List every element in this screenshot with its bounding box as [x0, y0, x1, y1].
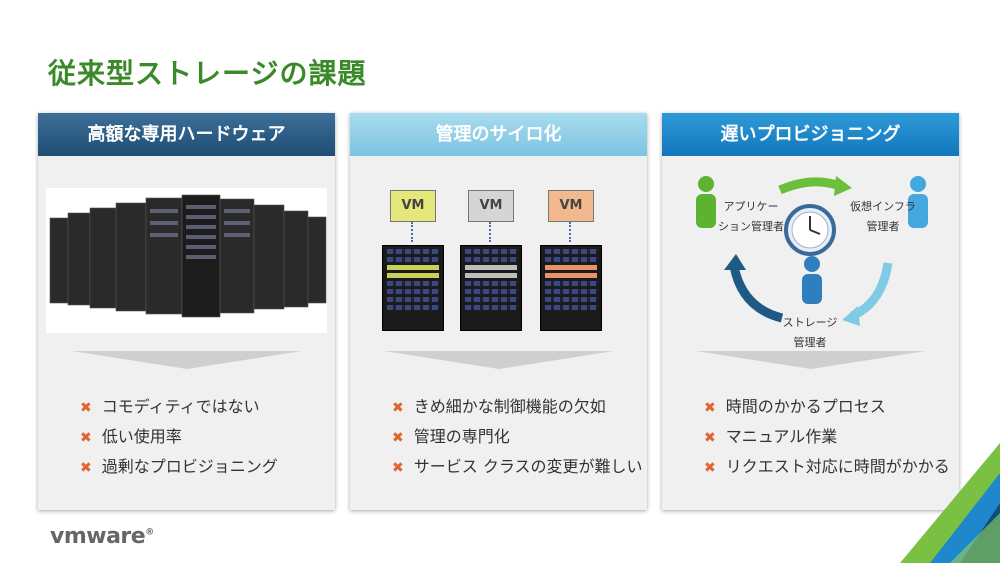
x-mark-icon: ✖ — [80, 460, 92, 476]
panel-provisioning: 遅いプロビジョニング アプリケー ション管理者 — [662, 113, 959, 510]
list-item: ✖コモディティではない — [80, 397, 260, 416]
role-infra-admin: 仮想インフラ 管理者 — [850, 200, 916, 233]
person-icon — [696, 176, 716, 228]
chain-icon — [569, 222, 575, 242]
x-mark-icon: ✖ — [392, 460, 404, 476]
bullet-list: ✖きめ細かな制御機能の欠如 ✖管理の専門化 ✖サービス クラスの変更が難しい — [392, 396, 643, 486]
panel-heading: 管理のサイロ化 — [350, 113, 647, 156]
role-app-admin: アプリケー ション管理者 — [718, 200, 784, 233]
list-item: ✖リクエスト対応に時間がかかる — [704, 457, 950, 476]
x-mark-icon: ✖ — [704, 430, 716, 446]
list-item: ✖サービス クラスの変更が難しい — [392, 457, 643, 476]
chain-icon — [489, 222, 495, 242]
panel-hardware: 高額な専用ハードウェア ✖コモディティではない ✖低い使用率 — [38, 113, 335, 510]
corner-decoration — [900, 443, 1000, 563]
x-mark-icon: ✖ — [704, 400, 716, 416]
panel-heading: 遅いプロビジョニング — [662, 113, 959, 156]
x-mark-icon: ✖ — [80, 400, 92, 416]
divider-arrow — [696, 351, 926, 369]
provisioning-cycle-diagram — [696, 176, 928, 326]
storage-rack — [382, 245, 444, 331]
vm-box-icon: VM — [548, 190, 594, 222]
x-mark-icon: ✖ — [392, 400, 404, 416]
divider-arrow — [72, 351, 302, 369]
person-icon — [908, 176, 928, 228]
list-item: ✖時間のかかるプロセス — [704, 397, 886, 416]
panel-heading: 高額な専用ハードウェア — [38, 113, 335, 156]
divider-arrow — [384, 351, 614, 369]
storage-rack — [540, 245, 602, 331]
x-mark-icon: ✖ — [704, 460, 716, 476]
list-item: ✖マニュアル作業 — [704, 427, 838, 446]
list-item: ✖きめ細かな制御機能の欠如 — [392, 397, 606, 416]
list-item: ✖低い使用率 — [80, 427, 182, 446]
x-mark-icon: ✖ — [80, 430, 92, 446]
page-title: 従来型ストレージの課題 — [48, 57, 367, 90]
x-mark-icon: ✖ — [392, 430, 404, 446]
list-item: ✖過剰なプロビジョニング — [80, 457, 278, 476]
server-racks-image — [46, 188, 327, 333]
bullet-list: ✖時間のかかるプロセス ✖マニュアル作業 ✖リクエスト対応に時間がかかる — [704, 396, 950, 486]
chain-icon — [411, 222, 417, 242]
vm-box-icon: VM — [468, 190, 514, 222]
person-icon — [802, 256, 822, 304]
vmware-logo: vmware® — [50, 524, 154, 549]
role-storage-admin: ストレージ 管理者 — [782, 316, 838, 349]
vm-box-icon: VM — [390, 190, 436, 222]
storage-rack — [460, 245, 522, 331]
panel-silo: 管理のサイロ化 VM VM VM ✖きめ細かな制御機能の欠如 ✖管理の専門化 ✖… — [350, 113, 647, 510]
bullet-list: ✖コモディティではない ✖低い使用率 ✖過剰なプロビジョニング — [80, 396, 278, 486]
list-item: ✖管理の専門化 — [392, 427, 510, 446]
